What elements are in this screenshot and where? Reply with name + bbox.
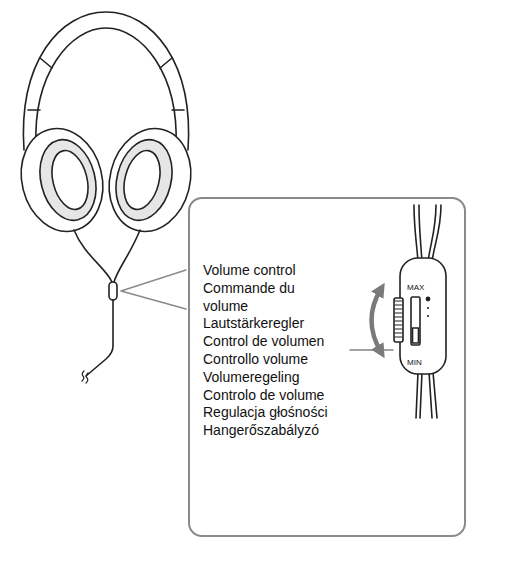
part-name: Control de volumen <box>203 333 341 351</box>
label-column: Volume controlCommande du volumeLautstär… <box>203 262 341 440</box>
part-name: Hangerőszabályzó <box>203 422 341 440</box>
scale-label: MIN <box>407 358 422 367</box>
callout-box: Volume controlCommande du volumeLautstär… <box>188 197 466 537</box>
scale-label: MAX <box>407 283 424 292</box>
part-name: Volume control <box>203 262 341 280</box>
part-name: Volumeregeling <box>203 369 341 387</box>
part-name: Regulacja głośności <box>203 404 341 422</box>
part-name: Controllo volume <box>203 351 341 369</box>
part-name: Controlo de volume <box>203 387 341 405</box>
part-name: Lautstärkeregler <box>203 315 341 333</box>
part-name: Commande du volume <box>203 280 341 316</box>
